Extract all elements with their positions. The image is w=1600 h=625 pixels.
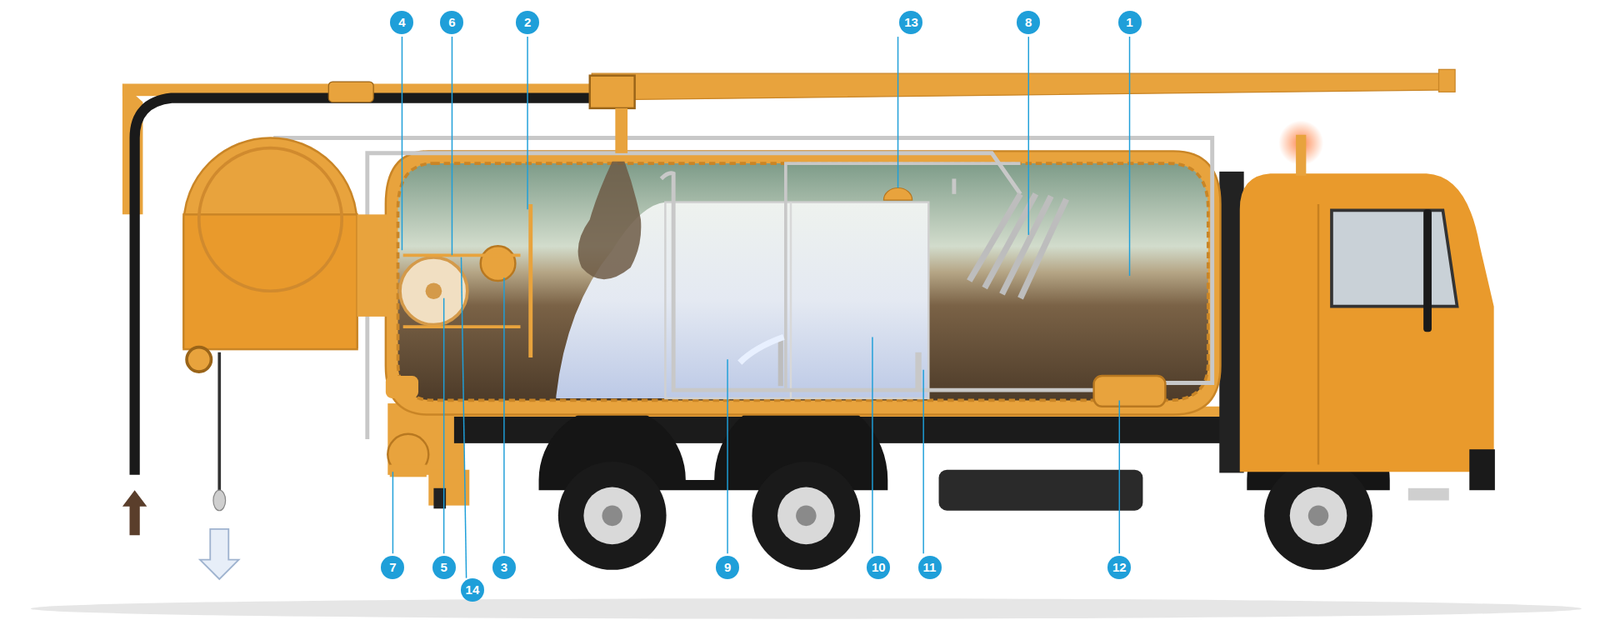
leader-line [1129,36,1130,276]
callout-number: 3 [492,555,516,580]
leader-line [726,359,728,554]
hose-guide [186,347,211,372]
water-pipe [367,153,1021,440]
leader-line [503,277,505,554]
callout-number: 5 [432,555,456,580]
callout-number: 13 [899,10,923,35]
vacuum-pipe [275,137,1213,383]
filter-pipe [785,163,1021,389]
mirror [1423,209,1432,332]
rim [1290,487,1348,545]
water-jet-nozzle [778,336,784,386]
boom-column [615,108,628,154]
step [1408,488,1450,501]
wheel [751,461,860,570]
hub [795,505,816,527]
boom-end [1439,69,1456,92]
callout-number: 7 [380,555,405,580]
reel-mount [357,214,389,317]
baffle [790,202,792,399]
float-valve [883,187,912,200]
jetting-nozzle [213,490,226,511]
drain-valve [385,375,419,399]
callout-number: 9 [715,555,740,580]
callout-number: 11 [918,555,942,580]
return-pipe [660,173,1097,390]
rim [583,487,641,545]
filter-tube [1020,199,1066,299]
bumper [1469,449,1495,490]
leader-line [871,336,873,554]
callout-number: 2 [515,10,540,35]
door-line [1317,204,1320,465]
tyre [558,461,667,570]
ejector-pump [480,245,516,281]
leader-line [526,36,528,210]
rim [777,487,835,545]
callout-number: 12 [1107,555,1131,580]
callout-number: 6 [440,10,464,35]
water-spray [740,336,785,363]
suction-nozzle [915,352,921,390]
hub [1308,505,1329,527]
callout-number: 8 [1016,10,1040,35]
callout-number: 4 [390,10,414,35]
tank-shell [385,150,1221,415]
boom-joint [590,75,635,109]
leader-line [392,471,394,554]
callout-number: 14 [460,578,485,602]
suction-hose [135,98,593,475]
leader-line [1119,400,1120,554]
leader-line [451,36,453,255]
leader-line [443,298,445,554]
leader-line [922,370,924,555]
wheel [1264,461,1373,570]
ground-shadow [30,598,1582,620]
hub [601,505,622,527]
down-arrow [200,529,240,580]
rear-door [400,257,468,325]
pump-base [390,465,427,478]
piston-wall [528,204,533,358]
cab-window [1331,210,1458,306]
jetting-hose [217,352,221,493]
water-compartment [665,202,929,399]
boom [591,73,1455,100]
callout-number: 1 [1118,10,1142,35]
tyre [751,461,860,570]
leader-lines [392,36,1130,579]
sludge-plume [578,161,642,280]
pipe-stub [951,178,956,194]
hose-reel-cover [183,214,357,350]
callout-number: 10 [866,555,890,580]
leader-line [897,36,899,188]
wheel [558,461,667,570]
filters [969,194,1066,299]
boom-cylinder [328,81,374,103]
leader-line [460,257,466,579]
fuel-tank [939,470,1144,511]
hose-reel-drum [199,148,342,292]
rear-door-hub [425,282,443,300]
tank-cutaway [398,163,1209,400]
cab [1240,173,1495,472]
up-arrow [122,490,147,535]
vacuum-pump [1094,375,1166,407]
exhaust-stack [1295,135,1306,176]
leader-line [401,36,403,250]
tyre [1264,461,1373,570]
leader-line [1028,36,1030,235]
